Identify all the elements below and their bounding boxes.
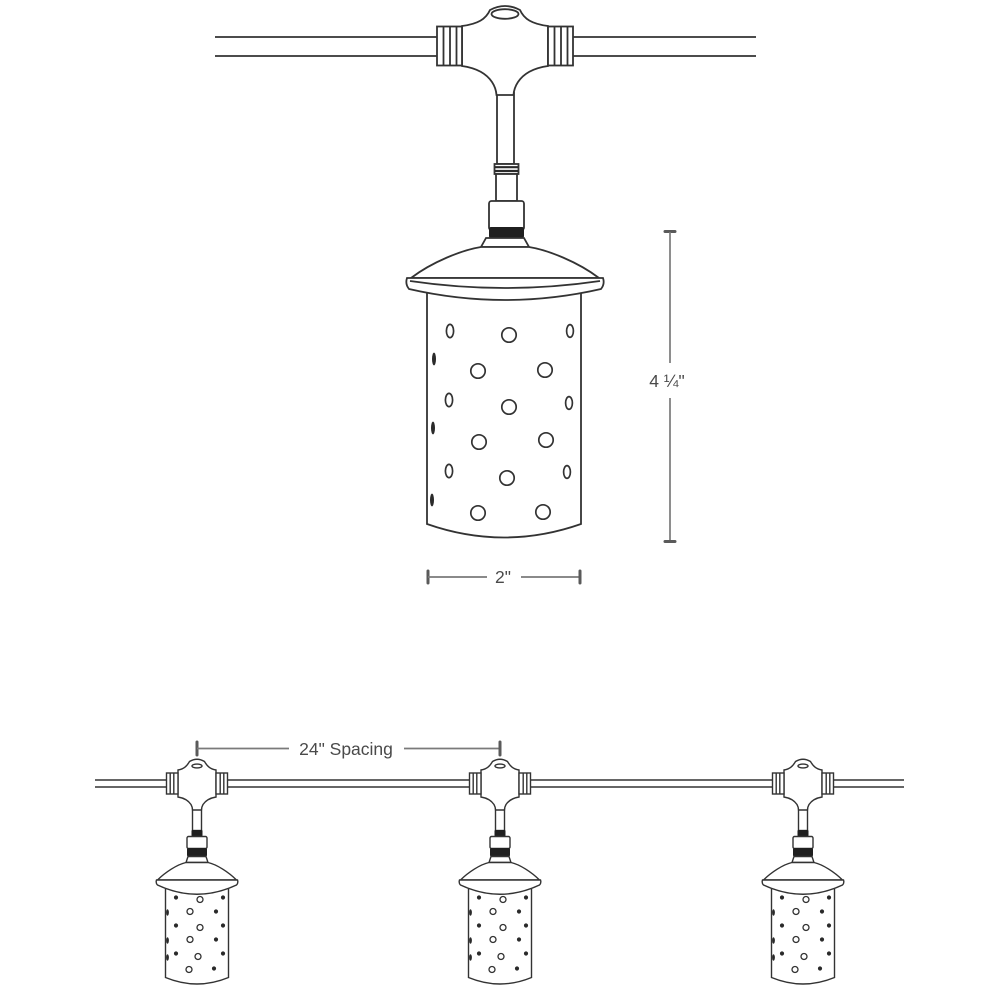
perforation-holes [430,323,575,522]
height-dimension: 4 ¼" [649,230,685,543]
fixture-socket [488,200,525,231]
spacing-dimension: 24" Spacing [195,739,502,759]
wire-coupler-ribs [436,25,574,67]
cap-rim-inner-edge [409,280,601,289]
cap-rim [405,277,605,301]
fixture-neck-tube [495,173,518,202]
detail-view: 4 ¼" 2" [215,5,756,587]
lantern-cylinder [426,293,582,539]
cap-collar [479,237,531,248]
hanging-loop-hole [490,8,520,20]
string-view: 24" Spacing [95,739,904,985]
string-fixture-1 [155,758,239,985]
cap-dome [408,246,602,279]
string-fixture-3 [761,758,845,985]
fixture-socket-band [489,227,524,238]
t-connector-body [461,5,549,96]
width-dimension: 2" [426,567,582,587]
fixture-stem [496,92,515,165]
height-dimension-label: 4 ¼" [649,371,684,391]
string-fixture-2 [458,758,542,985]
spacing-dimension-label: 24" Spacing [299,739,393,759]
width-dimension-label: 2" [495,567,511,587]
fixture-coupler-ring [493,163,520,175]
